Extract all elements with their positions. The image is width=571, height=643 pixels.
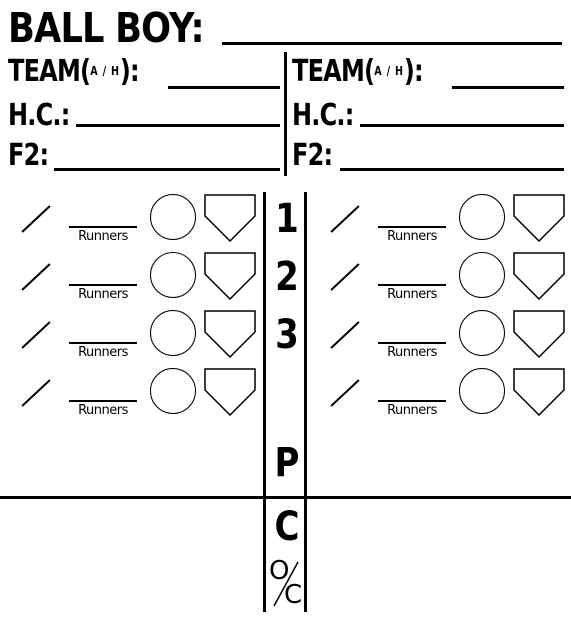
center-column-left-border [263, 192, 266, 612]
tally-slash [330, 263, 360, 291]
catcher-label: C [274, 504, 300, 550]
home-plate-icon[interactable] [513, 310, 565, 358]
center-column-right-border [304, 192, 307, 612]
home-plate-icon[interactable] [204, 252, 256, 300]
base-number-2: 2 [275, 254, 299, 300]
runners-label: Runners [378, 400, 446, 418]
tally-slash [21, 321, 51, 349]
f2-label-right: F2: [292, 138, 333, 173]
team-line-left[interactable] [168, 86, 280, 89]
tally-slash [330, 205, 360, 233]
oc-o: O [269, 556, 290, 586]
home-plate-icon[interactable] [513, 368, 565, 416]
circle-box[interactable] [459, 310, 505, 356]
hc-line-left[interactable] [76, 124, 280, 127]
f2-line-left[interactable] [54, 168, 280, 171]
runners-label: Runners [69, 342, 137, 360]
runners-label: Runners [69, 226, 137, 244]
home-plate-icon[interactable] [513, 194, 565, 242]
home-plate-icon[interactable] [513, 252, 565, 300]
header-divider [284, 52, 287, 176]
circle-box[interactable] [150, 194, 196, 240]
tally-slash [330, 379, 360, 407]
ball-boy-line[interactable] [222, 42, 562, 45]
team-label-right: TEAM(A / H): [292, 54, 424, 89]
tally-slash [330, 321, 360, 349]
team-ah-right: A / H [374, 64, 404, 78]
home-plate-icon[interactable] [204, 368, 256, 416]
runners-label: Runners [69, 400, 137, 418]
hc-label-right: H.C.: [292, 98, 354, 133]
home-plate-icon[interactable] [204, 194, 256, 242]
team-ah-left: A / H [90, 64, 120, 78]
team-label-left: TEAM(A / H): [8, 54, 140, 89]
ball-boy-label: BALL BOY: [8, 4, 205, 52]
tally-slash [21, 263, 51, 291]
circle-box[interactable] [150, 252, 196, 298]
f2-line-right[interactable] [340, 168, 564, 171]
oc-c: C [284, 580, 303, 610]
hc-label-left: H.C.: [8, 98, 70, 133]
tally-slash [21, 205, 51, 233]
circle-box[interactable] [459, 252, 505, 298]
hc-line-right[interactable] [360, 124, 564, 127]
circle-box[interactable] [459, 194, 505, 240]
section-divider [0, 496, 571, 499]
oc-slash-icon [273, 561, 299, 607]
runners-label: Runners [378, 226, 446, 244]
tally-slash [21, 379, 51, 407]
runners-label: Runners [378, 342, 446, 360]
pitcher-label: P [274, 440, 300, 486]
base-number-3: 3 [275, 312, 299, 358]
home-plate-icon[interactable] [204, 310, 256, 358]
runners-label: Runners [378, 284, 446, 302]
circle-box[interactable] [459, 368, 505, 414]
base-number-1: 1 [275, 196, 299, 242]
runners-label: Runners [69, 284, 137, 302]
circle-box[interactable] [150, 368, 196, 414]
f2-label-left: F2: [8, 138, 49, 173]
team-line-right[interactable] [452, 86, 564, 89]
circle-box[interactable] [150, 310, 196, 356]
